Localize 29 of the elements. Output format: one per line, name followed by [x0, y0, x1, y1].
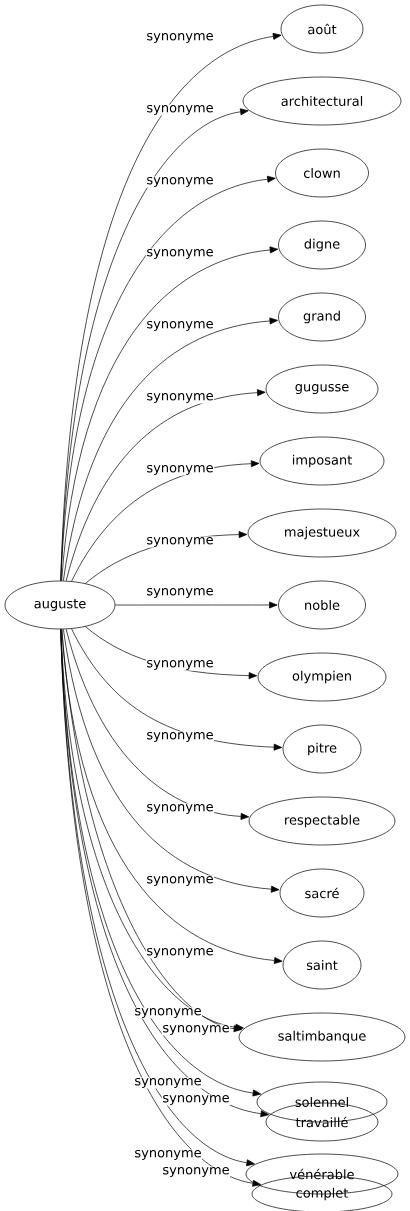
edge-label: synonyme	[145, 320, 215, 332]
edge-label: synonyme	[133, 1007, 203, 1019]
edge-label: synonyme	[145, 32, 215, 44]
edge-label: synonyme	[145, 248, 215, 260]
edge-label: synonyme	[145, 731, 215, 743]
edge-label: synonyme	[133, 1149, 203, 1161]
edge-label: synonyme	[145, 464, 215, 476]
arrow	[63, 317, 278, 582]
edge-label: synonyme	[145, 803, 215, 815]
edge-label: synonyme	[145, 176, 215, 188]
arrow	[65, 389, 266, 582]
edge-label: synonyme	[145, 947, 215, 959]
edge-label: synonyme	[145, 587, 215, 599]
edge-label: synonyme	[145, 104, 215, 116]
edge-label: synonyme	[145, 875, 215, 887]
arrow	[71, 628, 283, 751]
arrow	[60, 175, 276, 581]
arrow	[61, 246, 279, 581]
edge-label: synonyme	[161, 1024, 231, 1036]
edge-label: synonyme	[145, 392, 215, 404]
arrow	[115, 601, 278, 609]
arrow	[65, 628, 250, 820]
edge-label: synonyme	[133, 1077, 203, 1089]
edge-label: synonyme	[145, 659, 215, 671]
arrow	[71, 460, 260, 582]
edge-label: synonyme	[161, 1166, 231, 1178]
arrow	[63, 628, 280, 893]
edge-label: synonyme	[161, 1094, 231, 1106]
edge-label: synonyme	[145, 536, 215, 548]
